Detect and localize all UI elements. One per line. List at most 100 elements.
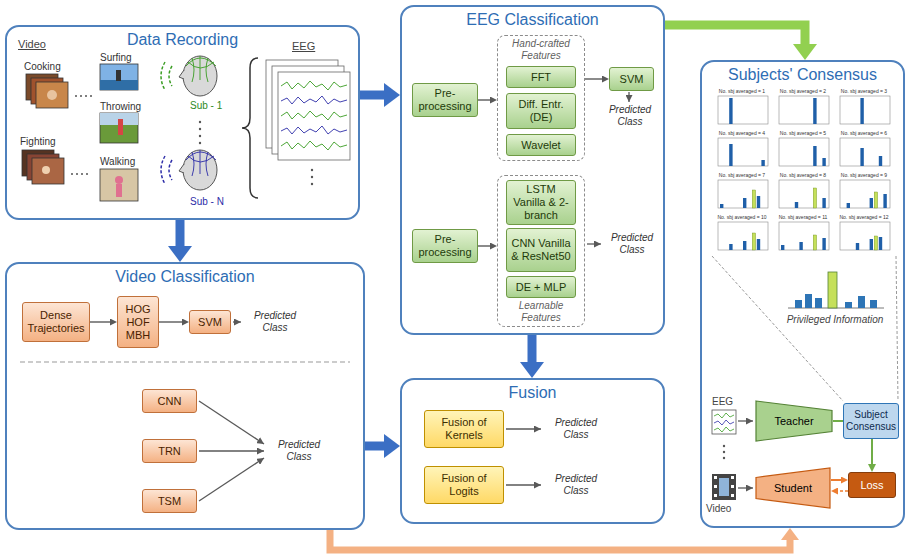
section-panel: FusionFusion of KernelsFusion of Logits bbox=[400, 378, 665, 524]
chart-title: No. sbj averaged = 7 bbox=[712, 172, 772, 178]
bar bbox=[757, 239, 760, 250]
section-label: EEG bbox=[292, 40, 315, 52]
box-label: Pre-processing bbox=[416, 233, 474, 259]
chart-title: No. sbj averaged = 8 bbox=[773, 172, 833, 178]
flow-arrow bbox=[665, 25, 805, 44]
video-thumbnail bbox=[100, 64, 138, 90]
feature-group: Learnable FeaturesLSTM Vanilla & 2-branc… bbox=[497, 175, 585, 327]
ellipsis-dot bbox=[723, 445, 725, 447]
box-label: SVM bbox=[620, 73, 644, 86]
video-thumbnail bbox=[36, 82, 68, 108]
thumbnail-detail bbox=[116, 184, 122, 197]
ellipsis-dot bbox=[75, 95, 77, 97]
box-label: SVM bbox=[198, 316, 222, 329]
softmax-chart bbox=[718, 180, 768, 208]
dashed-guide bbox=[896, 256, 898, 401]
subject-head bbox=[183, 56, 217, 96]
eeg-cap bbox=[186, 150, 216, 176]
input-arrow bbox=[738, 487, 753, 488]
section-panel: Video ClassificationDense TrajectoriesHO… bbox=[5, 262, 365, 530]
eeg-trace bbox=[714, 420, 734, 425]
video-thumbnail bbox=[32, 158, 64, 184]
signal-arc bbox=[161, 62, 165, 90]
model-box: LSTM Vanilla & 2-branch bbox=[506, 180, 576, 225]
film-hole bbox=[731, 485, 734, 488]
class-name: Fighting bbox=[20, 136, 56, 148]
result-arrow bbox=[199, 401, 264, 444]
subject-head bbox=[179, 164, 184, 173]
bar bbox=[828, 272, 837, 308]
model-box: CNN bbox=[142, 389, 197, 413]
student-network: Student bbox=[755, 467, 831, 509]
teacher-network: Teacher bbox=[755, 400, 833, 442]
class-name: Surfing bbox=[100, 52, 132, 64]
eeg-trace-sheet bbox=[278, 72, 350, 160]
feature-box: FFT bbox=[506, 66, 576, 88]
result-arrow bbox=[587, 243, 601, 244]
thumbnail-detail bbox=[42, 166, 50, 174]
film-frame bbox=[719, 478, 729, 496]
box-label: CNN Vanilla & ResNet50 bbox=[510, 237, 572, 263]
softmax-chart bbox=[840, 180, 890, 208]
flow-arrow bbox=[360, 91, 384, 100]
signal-arc bbox=[161, 156, 165, 184]
section-title: Hand-crafted Features bbox=[498, 38, 584, 62]
eeg-trace bbox=[281, 126, 347, 134]
box-label: Dense Trajectories bbox=[26, 309, 86, 335]
box-label: Diff. Entr. (DE) bbox=[510, 98, 572, 124]
eeg-trace bbox=[281, 111, 347, 120]
chart-title: No. sbj averaged = 2 bbox=[773, 88, 833, 94]
ellipsis-dot bbox=[80, 95, 82, 97]
film-hole bbox=[714, 494, 717, 497]
softmax-chart bbox=[779, 180, 829, 208]
chart-frame bbox=[718, 96, 768, 124]
ellipsis-dot bbox=[199, 135, 201, 137]
box-label: CNN bbox=[158, 395, 182, 408]
feature-box: Diff. Entr. (DE) bbox=[506, 93, 576, 129]
chart-title: No. sbj averaged = 5 bbox=[773, 130, 833, 136]
bar bbox=[781, 245, 784, 250]
connector-arrow bbox=[585, 78, 602, 79]
eeg-trace bbox=[281, 81, 347, 90]
film-hole bbox=[731, 494, 734, 497]
section-label: Video bbox=[18, 38, 46, 50]
box-label: Teacher bbox=[774, 415, 813, 428]
thumbnail-detail bbox=[115, 176, 123, 184]
film-hole bbox=[731, 476, 734, 479]
box-label: Wavelet bbox=[521, 139, 560, 152]
bar bbox=[879, 237, 882, 250]
ellipsis-dot bbox=[86, 173, 88, 175]
flow-arrow bbox=[176, 220, 185, 246]
bar bbox=[729, 144, 732, 166]
ellipsis-dot bbox=[76, 173, 78, 175]
subject-label: Sub - N bbox=[190, 196, 224, 208]
section-panel: EEG ClassificationPre-processingHand-cra… bbox=[400, 5, 665, 335]
softmax-chart bbox=[840, 96, 890, 124]
output-label: Predicted Class bbox=[603, 232, 661, 256]
ellipsis-dot bbox=[199, 142, 201, 144]
input-arrow bbox=[738, 420, 753, 421]
eeg-icon bbox=[712, 410, 736, 434]
bar bbox=[729, 98, 732, 124]
brace bbox=[242, 58, 258, 198]
softmax-chart bbox=[840, 138, 890, 166]
subject-head bbox=[183, 150, 217, 190]
thumbnail-detail bbox=[116, 70, 121, 81]
bar bbox=[795, 300, 802, 308]
modality-label: EEG bbox=[712, 396, 733, 408]
section-title: Subjects' Consensus bbox=[702, 65, 903, 84]
chart-frame bbox=[840, 138, 890, 166]
connector-arrow bbox=[478, 245, 490, 246]
result-arrow bbox=[628, 92, 629, 102]
ellipsis-dot bbox=[723, 457, 725, 459]
chart-frame bbox=[779, 180, 829, 208]
eeg-trace bbox=[281, 96, 347, 104]
chart-title: No. sbj averaged = 4 bbox=[712, 130, 772, 136]
thumbnail-detail bbox=[47, 90, 57, 100]
connector-arrow bbox=[833, 420, 843, 422]
eeg-trace bbox=[714, 413, 734, 418]
box-label: LSTM Vanilla & 2-branch bbox=[510, 183, 572, 222]
bar bbox=[870, 239, 873, 250]
eeg-trace bbox=[281, 141, 347, 150]
bar bbox=[858, 296, 865, 308]
